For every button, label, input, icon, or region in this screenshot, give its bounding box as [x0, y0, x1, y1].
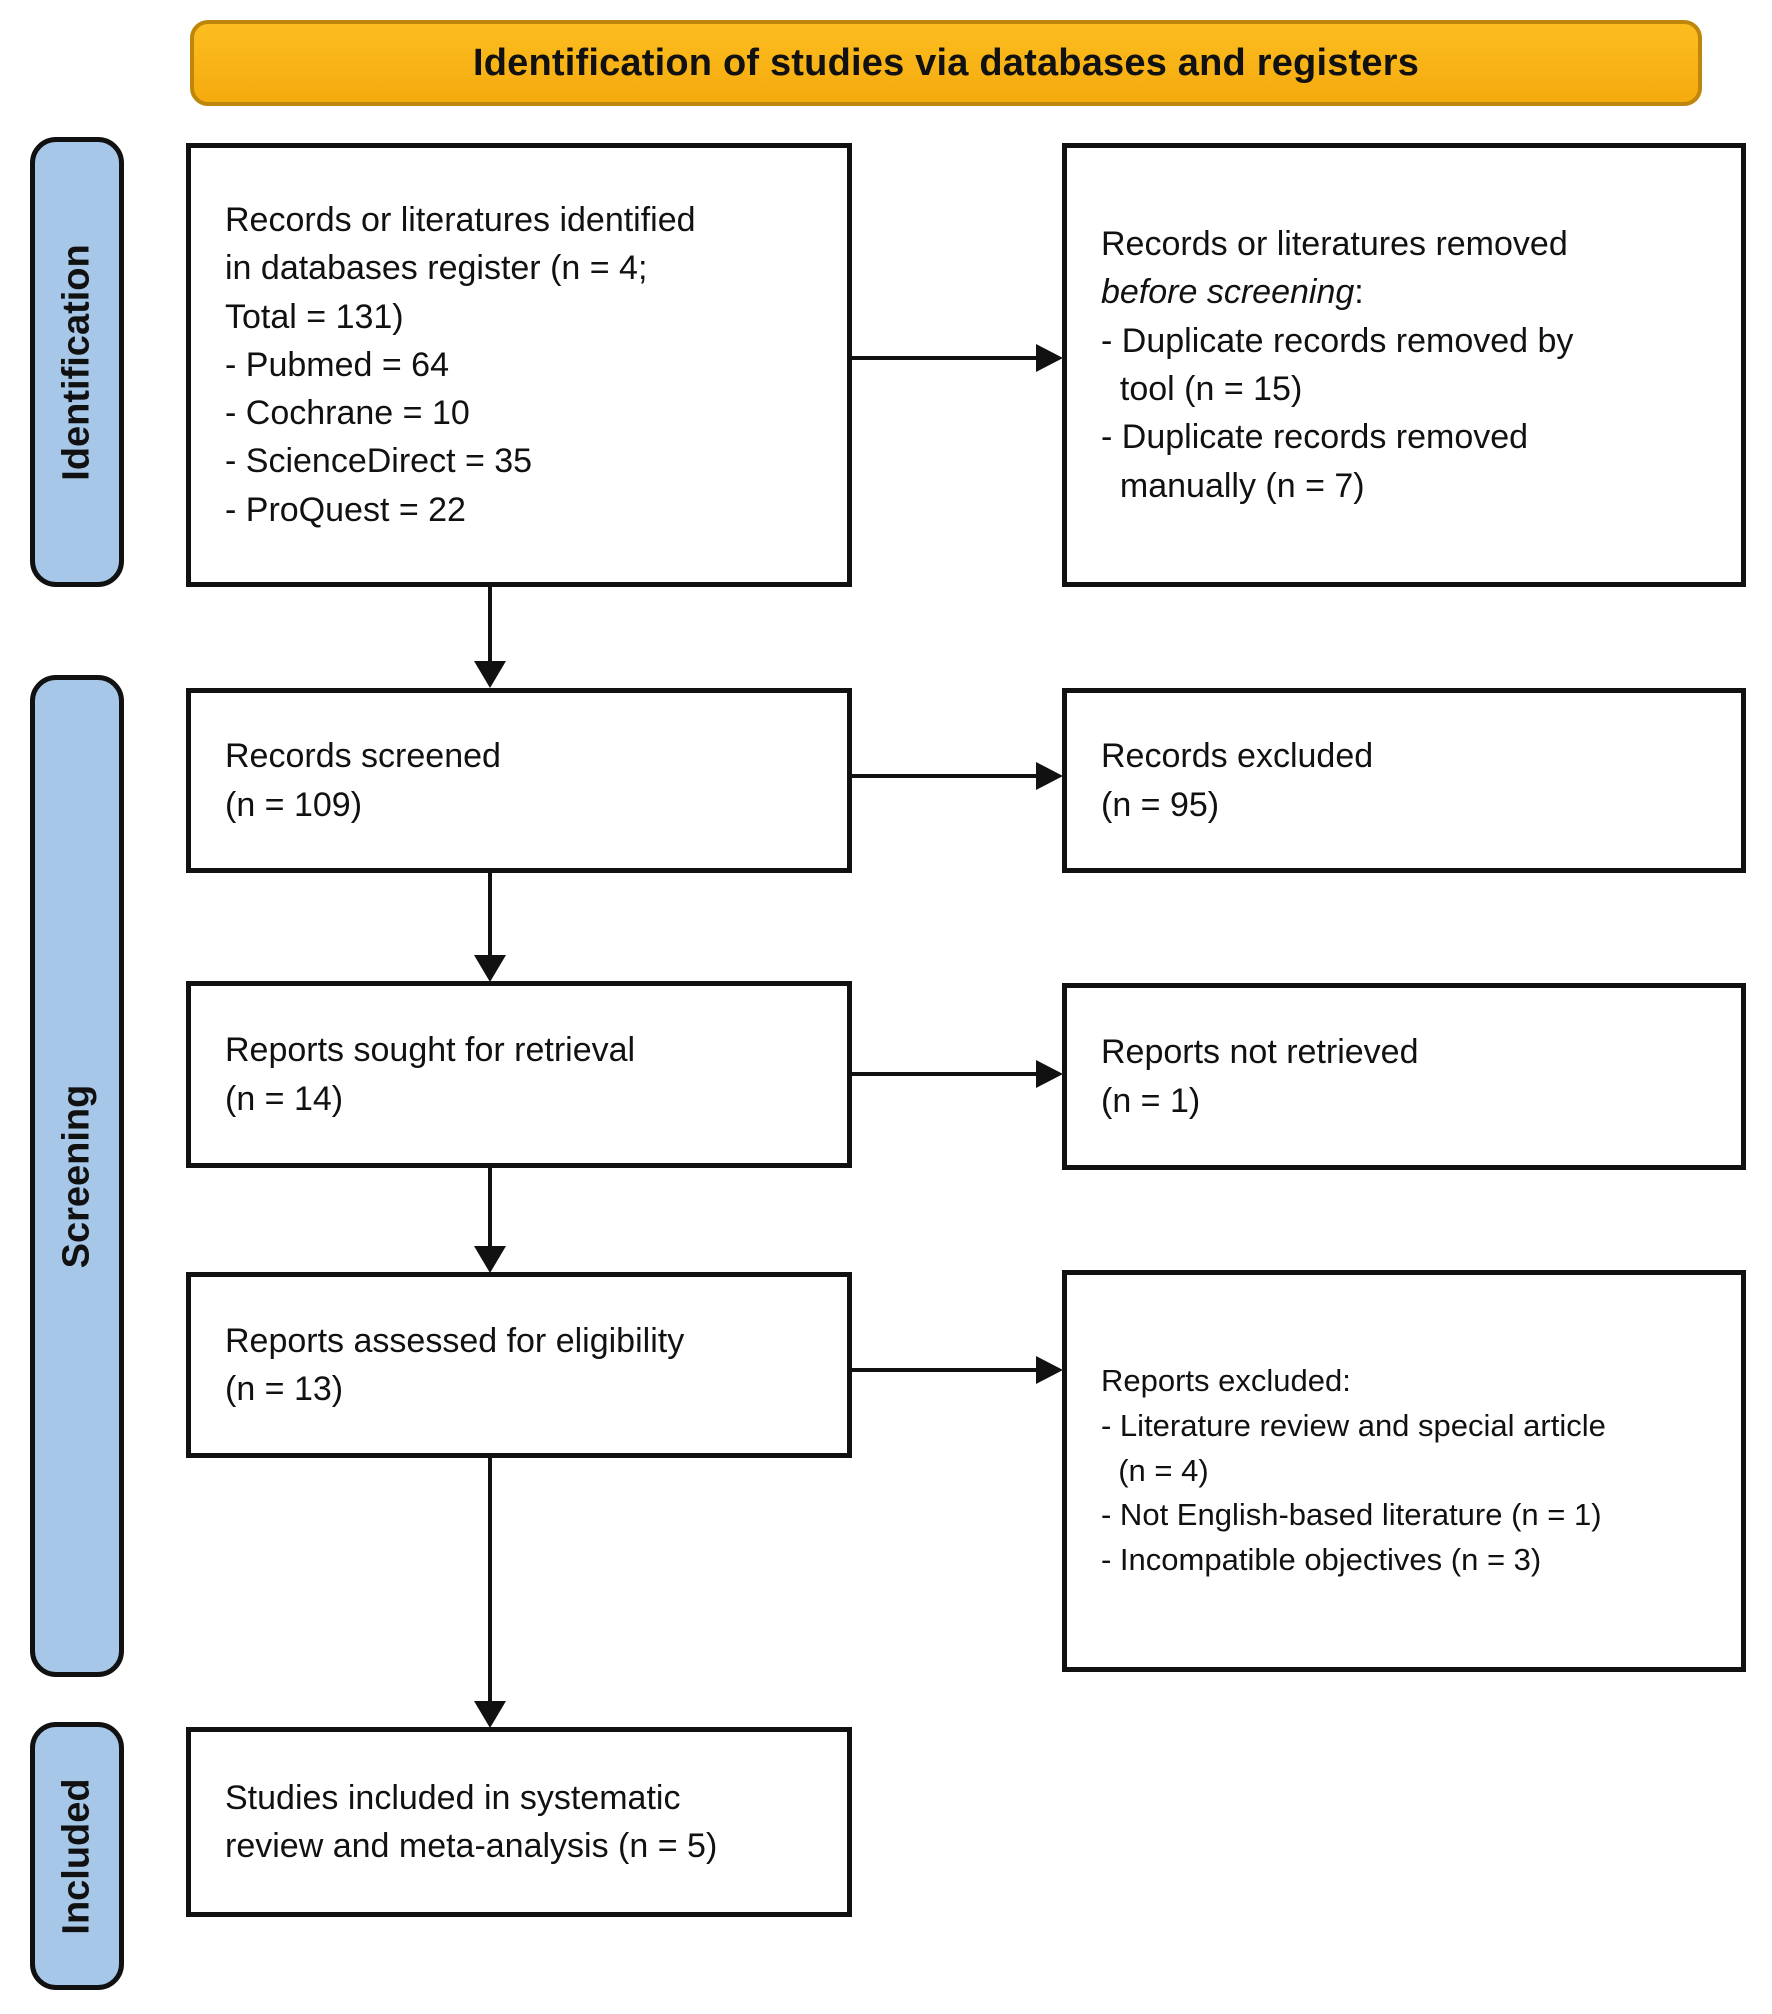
- stage-label-screening-text: Screening: [55, 1084, 98, 1268]
- text-line: Records or literatures identified: [225, 201, 696, 240]
- text-line: (n = 109): [225, 785, 363, 824]
- text-line: - Cochrane = 10: [225, 394, 470, 433]
- arrow-head-assessed-to-excluded: [1036, 1356, 1063, 1384]
- box-reports-not-retrieved: Reports not retrieved (n = 1): [1062, 983, 1746, 1170]
- text-line: tool (n = 15): [1101, 370, 1303, 408]
- arrow-line-sought-to-assessed: [488, 1168, 492, 1248]
- arrow-line-assessed-to-excluded: [851, 1368, 1036, 1372]
- stage-label-identification-text: Identification: [55, 243, 98, 481]
- box-reports-excluded-text: Reports excluded: - Literature review and…: [1101, 1359, 1707, 1584]
- arrow-line-assessed-to-included: [488, 1458, 492, 1703]
- text-line: Records excluded: [1101, 737, 1374, 776]
- text-line: - ScienceDirect = 35: [225, 442, 533, 481]
- text-line: - ProQuest = 22: [225, 490, 466, 529]
- arrow-line-identified-to-screened: [488, 587, 492, 665]
- arrow-head-assessed-to-included: [474, 1701, 506, 1728]
- box-records-identified-text: Records or literatures identified in data…: [225, 196, 813, 534]
- text-line: Reports excluded:: [1101, 1362, 1351, 1398]
- text-line: in databases register (n = 4;: [225, 249, 648, 288]
- banner-title: Identification of studies via databases …: [472, 41, 1420, 84]
- text-line: Studies included in systematic: [225, 1778, 681, 1817]
- box-records-identified: Records or literatures identified in data…: [186, 143, 852, 587]
- box-studies-included: Studies included in systematic review and…: [186, 1727, 852, 1917]
- text-line: - Pubmed = 64: [225, 345, 449, 384]
- arrow-head-sought-to-not-retrieved: [1036, 1060, 1063, 1088]
- box-studies-included-text: Studies included in systematic review and…: [225, 1774, 813, 1871]
- arrow-head-identified-to-removed: [1036, 344, 1063, 372]
- text-line: manually (n = 7): [1101, 466, 1365, 505]
- text-line: Reports not retrieved: [1101, 1033, 1419, 1072]
- before-screening-italic: before screening: [1101, 273, 1355, 312]
- text-line: - Not English-based literature (n = 1): [1101, 1497, 1602, 1533]
- arrow-line-sought-to-not-retrieved: [851, 1072, 1036, 1076]
- text-line: review and meta-analysis (n = 5): [225, 1827, 718, 1865]
- records-removed-line1: Records or literatures removed: [1101, 225, 1568, 264]
- text-line: - Incompatible objectives (n = 3): [1101, 1542, 1542, 1578]
- text-line: (n = 1): [1101, 1081, 1201, 1120]
- box-reports-sought-for-retrieval: Reports sought for retrieval (n = 14): [186, 981, 852, 1168]
- before-screening-colon: :: [1354, 273, 1364, 312]
- text-line: Reports assessed for eligibility: [225, 1321, 685, 1360]
- stage-label-screening: Screening: [30, 675, 124, 1677]
- stage-label-included: Included: [30, 1722, 124, 1990]
- box-records-removed-before-screening: Records or literatures removed before sc…: [1062, 143, 1746, 587]
- text-line: Reports sought for retrieval: [225, 1031, 636, 1070]
- records-removed-line2: before screening:: [1101, 268, 1707, 316]
- box-records-screened-text: Records screened (n = 109): [225, 732, 813, 829]
- arrow-head-identified-to-screened: [474, 661, 506, 688]
- box-reports-excluded: Reports excluded: - Literature review and…: [1062, 1270, 1746, 1672]
- identification-banner: Identification of studies via databases …: [190, 20, 1702, 106]
- box-reports-assessed-text: Reports assessed for eligibility (n = 13): [225, 1317, 813, 1414]
- box-records-screened: Records screened (n = 109): [186, 688, 852, 873]
- text-line: (n = 14): [225, 1079, 344, 1118]
- text-line: (n = 4): [1101, 1452, 1209, 1488]
- arrow-line-screened-to-excluded: [851, 774, 1036, 778]
- arrow-line-identified-to-removed: [851, 356, 1036, 360]
- stage-label-identification: Identification: [30, 137, 124, 587]
- text-line: - Duplicate records removed by: [1101, 321, 1574, 360]
- text-line: - Duplicate records removed: [1101, 418, 1529, 457]
- stage-label-included-text: Included: [55, 1777, 98, 1935]
- text-line: (n = 13): [225, 1370, 344, 1408]
- box-records-excluded: Records excluded (n = 95): [1062, 688, 1746, 873]
- arrow-head-screened-to-excluded: [1036, 762, 1063, 790]
- text-line: Records screened: [225, 737, 501, 776]
- box-reports-not-retrieved-text: Reports not retrieved (n = 1): [1101, 1028, 1707, 1125]
- arrow-head-screened-to-sought: [474, 955, 506, 982]
- arrow-head-sought-to-assessed: [474, 1246, 506, 1273]
- arrow-line-screened-to-sought: [488, 873, 492, 957]
- box-reports-sought-text: Reports sought for retrieval (n = 14): [225, 1026, 813, 1123]
- text-line: - Literature review and special article: [1101, 1407, 1606, 1443]
- text-line: Total = 131): [225, 297, 404, 336]
- text-line: (n = 95): [1101, 785, 1220, 824]
- box-reports-assessed-for-eligibility: Reports assessed for eligibility (n = 13): [186, 1272, 852, 1458]
- box-records-excluded-text: Records excluded (n = 95): [1101, 732, 1707, 829]
- records-removed-bullets: - Duplicate records removed by tool (n =…: [1101, 317, 1707, 510]
